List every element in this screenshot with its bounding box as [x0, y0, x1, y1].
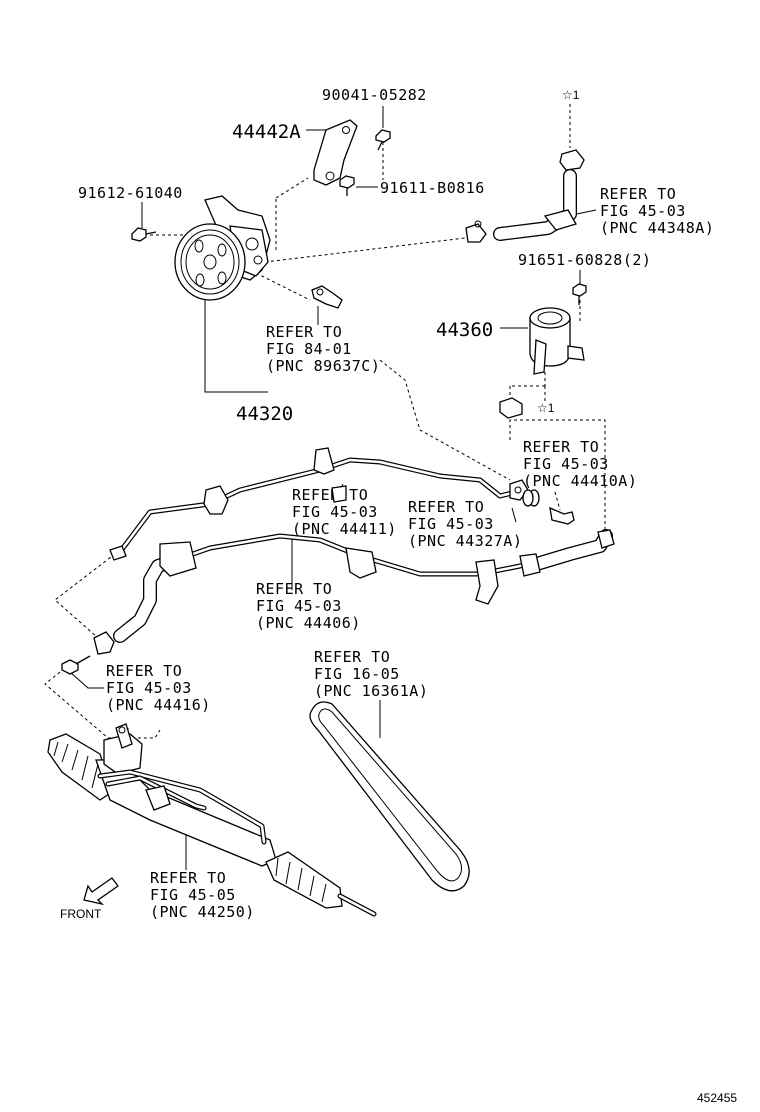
hose-clamp-mid-icon — [499, 397, 523, 419]
svg-text:REFER TO: REFER TO — [408, 498, 484, 516]
label-91651-60828: 91651-60828(2) — [518, 251, 651, 269]
svg-text:FIG 45-03: FIG 45-03 — [408, 515, 494, 533]
bolt-icons — [61, 129, 587, 675]
bolt-44416-icon — [61, 655, 91, 675]
rack-boot-right-icon — [265, 851, 343, 909]
svg-text:FIG 45-03: FIG 45-03 — [523, 455, 609, 473]
label-91612-61040: 91612-61040 — [78, 184, 183, 202]
svg-text:REFER TO: REFER TO — [523, 438, 599, 456]
label-refer-44410a: REFER TO FIG 45-03 (PNC 44410A) — [523, 438, 637, 490]
steering-rack — [47, 723, 377, 917]
label-refer-44416: REFER TO FIG 45-03 (PNC 44416) — [106, 662, 211, 714]
label-44320: 44320 — [236, 403, 293, 425]
pump-bracket — [313, 119, 358, 186]
svg-text:FIG 84-01: FIG 84-01 — [266, 340, 352, 358]
svg-text:REFER TO: REFER TO — [256, 580, 332, 598]
svg-text:FIG 45-03: FIG 45-03 — [256, 597, 342, 615]
svg-text:FIG 45-03: FIG 45-03 — [106, 679, 192, 697]
svg-text:FIG 45-03: FIG 45-03 — [600, 202, 686, 220]
labels: 90041-05282 44442A 91611-B0816 91612-610… — [60, 86, 737, 1105]
label-front: FRONT — [60, 907, 102, 921]
label-91611-b0816: 91611-B0816 — [380, 179, 485, 197]
hose-clamp-left-icon — [465, 223, 487, 243]
svg-text:REFER TO: REFER TO — [292, 486, 368, 504]
svg-text:(PNC 44416): (PNC 44416) — [106, 696, 211, 714]
label-refer-44327a: REFER TO FIG 45-03 (PNC 44327A) — [408, 498, 522, 550]
return-hose — [93, 529, 615, 655]
dashed-lines — [44, 104, 606, 740]
label-refer-16361a: REFER TO FIG 16-05 (PNC 16361A) — [314, 648, 428, 700]
label-refer-44250: REFER TO FIG 45-05 (PNC 44250) — [150, 869, 255, 921]
svg-text:(PNC 44410A): (PNC 44410A) — [523, 472, 637, 490]
label-44442a: 44442A — [232, 121, 301, 143]
label-refer-44406: REFER TO FIG 45-03 (PNC 44406) — [256, 580, 361, 632]
bolt-91612-icon — [131, 227, 157, 242]
drive-belt — [309, 701, 470, 892]
svg-text:FIG 45-03: FIG 45-03 — [292, 503, 378, 521]
svg-text:REFER TO: REFER TO — [150, 869, 226, 887]
svg-text:(PNC 44406): (PNC 44406) — [256, 614, 361, 632]
label-refer-89637c: REFER TO FIG 84-01 (PNC 89637C) — [266, 323, 380, 375]
label-star-top: ☆1 — [562, 88, 580, 102]
svg-text:FIG 16-05: FIG 16-05 — [314, 665, 400, 683]
hose-clamp-bottom-icon — [93, 631, 115, 655]
reservoir-hose — [465, 149, 585, 243]
svg-text:REFER TO: REFER TO — [266, 323, 342, 341]
label-refer-44411: REFER TO FIG 45-03 (PNC 44411) — [292, 486, 397, 538]
bolt-90041-icon — [375, 129, 391, 151]
rack-boot-left-icon — [47, 733, 113, 801]
label-star-mid: ☆1 — [537, 401, 555, 415]
front-arrow-icon — [83, 877, 119, 906]
figure-id: 452455 — [697, 1091, 737, 1105]
svg-text:REFER TO: REFER TO — [314, 648, 390, 666]
hose-clamp-top-icon — [559, 149, 585, 171]
svg-text:(PNC 89637C): (PNC 89637C) — [266, 357, 380, 375]
pressure-sensor-icon — [311, 285, 343, 309]
union-bolt-44327a — [522, 489, 540, 507]
label-refer-44348a: REFER TO FIG 45-03 (PNC 44348A) — [600, 185, 714, 237]
power-steering-pump — [174, 195, 271, 301]
svg-text:(PNC 44348A): (PNC 44348A) — [600, 219, 714, 237]
pressure-hose — [109, 447, 529, 561]
svg-text:(PNC 16361A): (PNC 16361A) — [314, 682, 428, 700]
bolt-44327a-icon — [549, 506, 575, 525]
reservoir-tank — [499, 307, 585, 419]
svg-text:REFER TO: REFER TO — [106, 662, 182, 680]
svg-text:(PNC 44411): (PNC 44411) — [292, 520, 397, 538]
svg-text:FIG 45-05: FIG 45-05 — [150, 886, 236, 904]
label-90041-05282: 90041-05282 — [322, 86, 427, 104]
svg-text:(PNC 44327A): (PNC 44327A) — [408, 532, 522, 550]
svg-text:REFER TO: REFER TO — [600, 185, 676, 203]
svg-text:(PNC 44250): (PNC 44250) — [150, 903, 255, 921]
bolt-91651-icon — [572, 283, 587, 305]
bolt-91611-icon — [339, 175, 355, 196]
label-44360: 44360 — [436, 319, 493, 341]
